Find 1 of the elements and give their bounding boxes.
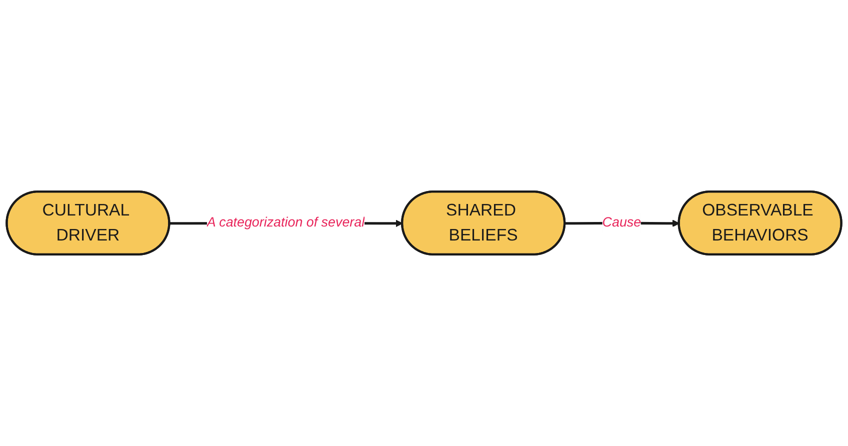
edge-label: Cause: [602, 215, 642, 230]
